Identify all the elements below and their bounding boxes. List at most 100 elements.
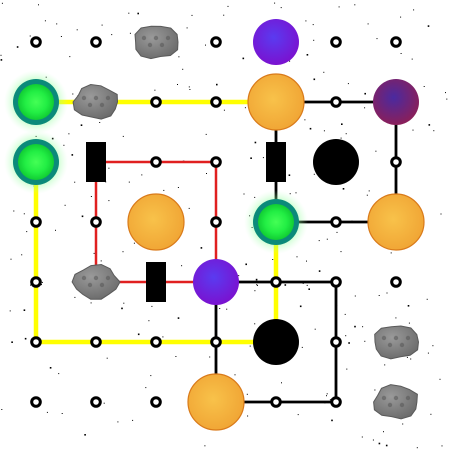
star-speck xyxy=(10,258,12,260)
star-speck xyxy=(108,200,110,202)
grid-node[interactable] xyxy=(210,96,222,108)
star-speck xyxy=(440,213,442,215)
grid-node[interactable] xyxy=(90,216,102,228)
green-portal-icon[interactable] xyxy=(4,130,68,194)
asteroid-crater xyxy=(387,342,393,348)
purple-planet-icon[interactable] xyxy=(193,259,239,305)
star-speck xyxy=(137,12,139,15)
black-hole-icon[interactable] xyxy=(313,139,359,185)
star-speck xyxy=(272,259,274,260)
grid-node[interactable] xyxy=(330,36,342,48)
green-portal-icon[interactable] xyxy=(4,70,68,134)
gate-block xyxy=(86,142,106,182)
grid-node[interactable] xyxy=(330,216,342,228)
grid-node[interactable] xyxy=(390,276,402,288)
star-speck xyxy=(262,157,264,159)
pieces-layer xyxy=(4,19,425,431)
sun-icon[interactable] xyxy=(187,373,245,431)
star-speck xyxy=(338,6,340,8)
grid-node[interactable] xyxy=(30,216,42,228)
star-speck xyxy=(13,210,15,212)
asteroid-crater xyxy=(81,95,87,101)
grid-node[interactable] xyxy=(270,276,282,288)
purple-planet-icon[interactable] xyxy=(253,19,299,65)
asteroid-crater xyxy=(147,42,153,48)
star-speck xyxy=(372,439,374,441)
asteroid-icon[interactable] xyxy=(72,83,119,120)
star-speck xyxy=(1,2,3,4)
sun-icon[interactable] xyxy=(127,193,185,251)
grid-node[interactable] xyxy=(150,336,162,348)
star-speck xyxy=(23,309,26,311)
star-speck xyxy=(41,284,42,286)
asteroid-body xyxy=(72,83,119,120)
asteroid-icon[interactable] xyxy=(374,325,420,360)
sun-icon[interactable] xyxy=(367,193,425,251)
star-speck xyxy=(256,284,258,286)
grid-node[interactable] xyxy=(90,36,102,48)
star-speck xyxy=(326,238,328,240)
star-speck xyxy=(137,333,140,336)
star-speck xyxy=(364,92,366,95)
grid-node[interactable] xyxy=(330,396,342,408)
star-speck xyxy=(306,54,309,56)
star-speck xyxy=(60,36,62,37)
asteroid-icon[interactable] xyxy=(71,263,121,300)
star-speck xyxy=(163,189,165,191)
star-speck xyxy=(410,358,412,360)
magenta-planet-icon[interactable] xyxy=(373,79,419,125)
asteroid-icon[interactable] xyxy=(373,384,418,420)
grid-node[interactable] xyxy=(150,396,162,408)
star-speck xyxy=(314,328,316,330)
grid-node[interactable] xyxy=(210,336,222,348)
star-speck xyxy=(133,242,135,244)
star-speck xyxy=(128,181,130,183)
star-speck xyxy=(427,25,430,27)
grid-node[interactable] xyxy=(330,276,342,288)
grid-node[interactable] xyxy=(30,276,42,288)
grid-node[interactable] xyxy=(210,216,222,228)
grid-node[interactable] xyxy=(90,336,102,348)
gate-icon[interactable] xyxy=(146,262,166,302)
grid-node[interactable] xyxy=(330,96,342,108)
black-hole-disc xyxy=(313,139,359,185)
star-speck xyxy=(38,4,39,6)
asteroid-icon[interactable] xyxy=(134,25,179,60)
gate-icon[interactable] xyxy=(266,142,286,182)
grid-node[interactable] xyxy=(150,96,162,108)
gate-icon[interactable] xyxy=(86,142,106,182)
sun-icon[interactable] xyxy=(247,73,305,131)
green-portal-icon[interactable] xyxy=(244,190,308,254)
star-speck xyxy=(90,196,92,197)
star-speck xyxy=(226,308,228,310)
star-speck xyxy=(247,415,249,417)
grid-node[interactable] xyxy=(210,156,222,168)
grid-node[interactable] xyxy=(30,336,42,348)
star-speck xyxy=(69,56,71,58)
grid-node[interactable] xyxy=(30,36,42,48)
sun-disc xyxy=(367,193,425,251)
grid-node[interactable] xyxy=(210,36,222,48)
star-speck xyxy=(63,144,65,146)
star-speck xyxy=(347,83,349,85)
star-speck xyxy=(242,57,245,60)
grid-node[interactable] xyxy=(30,396,42,408)
grid-node[interactable] xyxy=(270,396,282,408)
star-speck xyxy=(93,252,95,254)
star-speck xyxy=(445,92,446,94)
star-speck xyxy=(441,445,443,447)
black-hole-icon[interactable] xyxy=(253,319,299,365)
grid-node[interactable] xyxy=(150,156,162,168)
star-speck xyxy=(154,89,156,91)
star-speck xyxy=(411,58,413,60)
star-speck xyxy=(364,107,366,109)
star-speck xyxy=(312,24,314,26)
grid-node[interactable] xyxy=(90,396,102,408)
star-speck xyxy=(74,181,76,183)
grid-node[interactable] xyxy=(390,156,402,168)
grid-node[interactable] xyxy=(330,336,342,348)
star-speck xyxy=(72,93,74,95)
asteroid-crater xyxy=(405,335,411,341)
grid-node[interactable] xyxy=(390,36,402,48)
